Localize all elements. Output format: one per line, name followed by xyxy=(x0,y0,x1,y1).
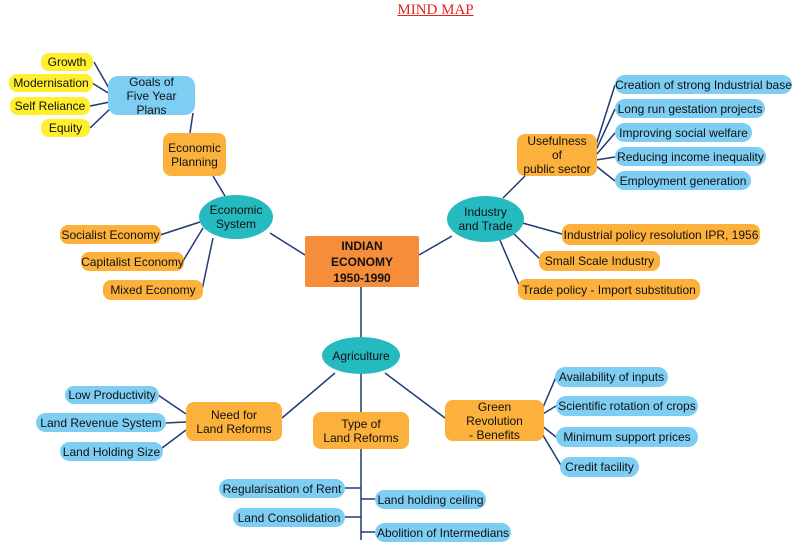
usefulness-item-5: Employment generation xyxy=(615,171,751,190)
scientific-rotation-node: Scientific rotation of crops xyxy=(556,396,698,416)
usefulness-item-3: Improving social welfare xyxy=(615,123,752,142)
usefulness-item-2: Long run gestation projects xyxy=(615,99,765,118)
central-topic-node: INDIAN ECONOMY 1950-1990 xyxy=(305,236,419,287)
usefulness-item-1: Creation of strong Industrial base xyxy=(615,75,792,94)
land-holding-size-node: Land Holding Size xyxy=(60,442,163,461)
land-consolidation-node: Land Consolidation xyxy=(233,508,345,527)
need-land-reforms-node: Need for Land Reforms xyxy=(186,402,282,441)
regularisation-rent-node: Regularisation of Rent xyxy=(219,479,345,498)
minimum-support-prices-node: Minimum support prices xyxy=(556,427,698,447)
land-holding-ceiling-node: Land holding ceiling xyxy=(375,490,486,509)
availability-inputs-node: Availability of inputs xyxy=(555,367,668,387)
goal-modernisation: Modernisation xyxy=(9,74,93,92)
low-productivity-node: Low Productivity xyxy=(65,386,159,404)
small-scale-industry-node: Small Scale Industry xyxy=(539,251,660,271)
abolition-intermedians-node: Abolition of Intermedians xyxy=(375,523,511,542)
goal-equity: Equity xyxy=(41,119,90,137)
agriculture-node: Agriculture xyxy=(322,337,400,374)
credit-facility-node: Credit facility xyxy=(560,457,639,477)
goal-self-reliance: Self Reliance xyxy=(10,97,90,115)
goals-five-year-plans-node: Goals of Five Year Plans xyxy=(108,75,195,117)
land-revenue-system-node: Land Revenue System xyxy=(36,413,166,432)
usefulness-item-4: Reducing income inequality xyxy=(615,147,766,166)
trade-policy-node: Trade policy - Import substitution xyxy=(518,279,700,300)
mixed-economy-node: Mixed Economy xyxy=(103,280,203,300)
economic-planning-node: Economic Planning xyxy=(163,133,226,176)
socialist-economy-node: Socialist Economy xyxy=(60,225,161,244)
goal-growth: Growth xyxy=(41,53,93,71)
diagram-title: MIND MAP xyxy=(397,2,474,18)
economic-system-node: Economic System xyxy=(199,195,273,239)
industrial-policy-node: Industrial policy resolution IPR, 1956 xyxy=(562,224,760,245)
usefulness-public-sector-node: Usefulness of public sector xyxy=(517,134,597,176)
industry-trade-node: Industry and Trade xyxy=(447,196,524,242)
capitalist-economy-node: Capitalist Economy xyxy=(81,252,184,271)
green-revolution-node: Green Revolution - Benefits xyxy=(445,400,544,442)
type-land-reforms-node: Type of Land Reforms xyxy=(313,412,409,449)
